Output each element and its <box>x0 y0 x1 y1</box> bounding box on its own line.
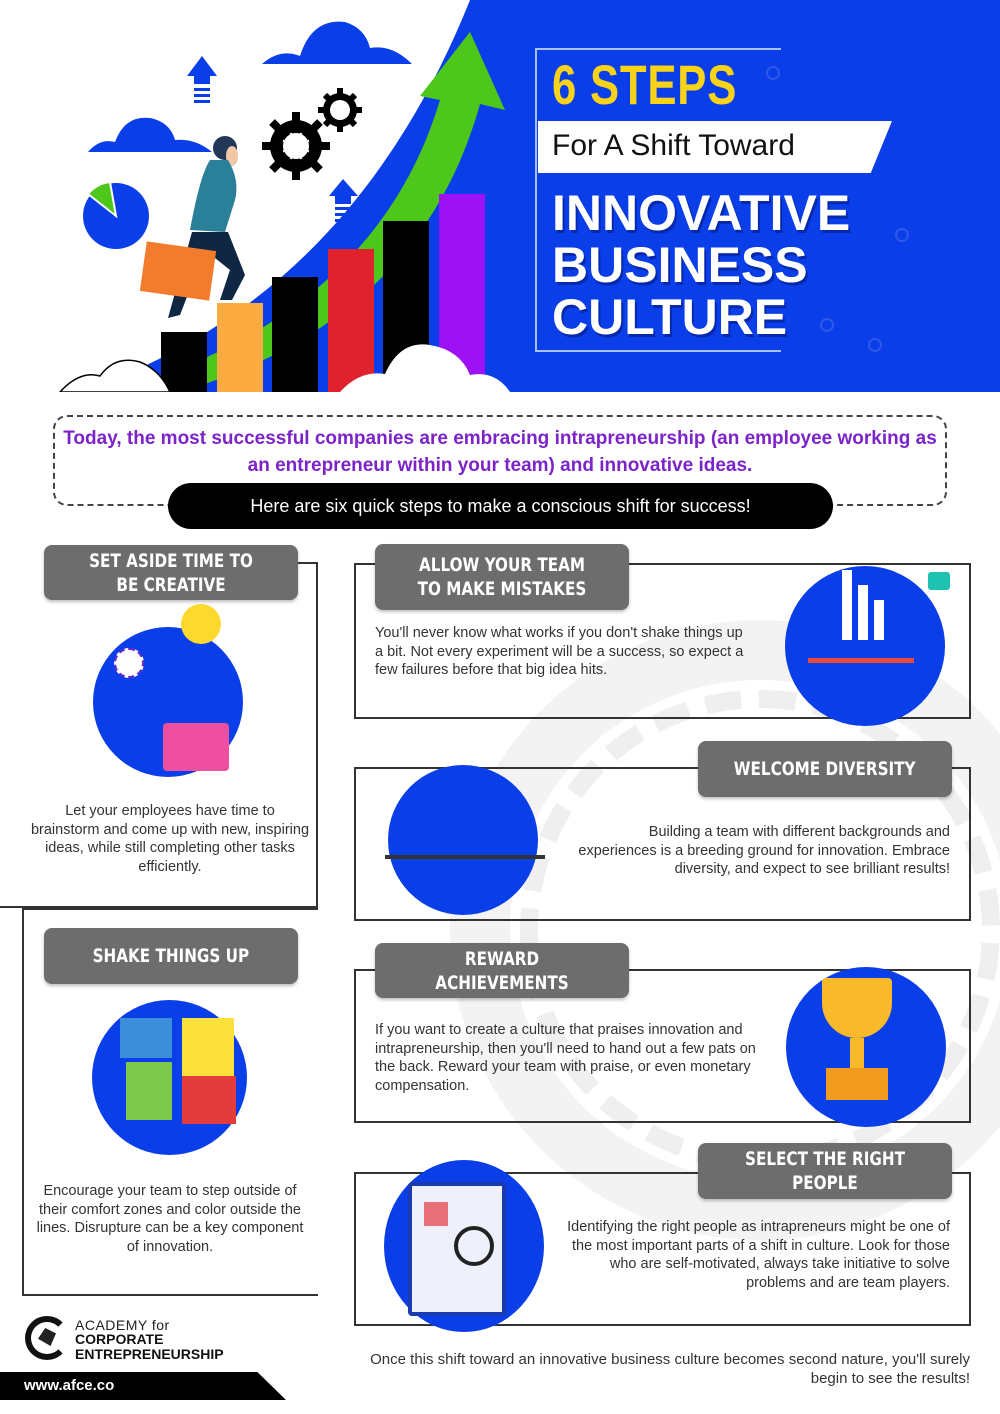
trophy-base <box>826 1068 888 1100</box>
clock-icon <box>114 648 144 678</box>
step-frame <box>354 1172 971 1326</box>
chat-bubble-icon <box>928 572 950 590</box>
step-body: Building a team with different backgroun… <box>578 824 950 877</box>
hero-title-line: INNOVATIVE <box>552 185 851 241</box>
closing-text: Once this shift toward an innovative bus… <box>370 1351 970 1387</box>
step-frame <box>22 908 318 1296</box>
intro-pill: Here are six quick steps to make a consc… <box>168 483 833 529</box>
puzzle-piece-icon <box>182 1018 234 1078</box>
step-title-tag: Welcome Diversity <box>698 741 952 797</box>
step-frame <box>0 564 318 908</box>
network-dot-icon <box>766 66 780 80</box>
folder-icon <box>163 723 229 771</box>
step-title-tag: Set Aside Time To Be Creative <box>44 545 298 600</box>
network-dot-icon <box>820 318 834 332</box>
step-title-tag: Select The Right People <box>698 1143 952 1199</box>
diversity-illustration <box>388 765 538 915</box>
step-frame <box>354 563 971 719</box>
step-body: You'll never know what works if you don'… <box>375 625 744 678</box>
puzzle-piece-icon <box>182 1076 236 1124</box>
network-dot-icon <box>868 338 882 352</box>
logo-text-line3: ENTREPRENEURSHIP <box>75 1346 224 1362</box>
meeting-table-icon <box>385 855 545 859</box>
logo-text-line2: CORPORATE <box>75 1331 164 1347</box>
step-frame <box>354 767 971 921</box>
hero-blue-panel <box>470 0 1000 392</box>
step-body: Encourage your team to step outside of t… <box>36 1183 304 1255</box>
step-frame <box>354 969 971 1123</box>
chart-bar-icon <box>842 570 852 640</box>
step-title-tag: Allow Your Team To Make Mistakes <box>375 544 629 610</box>
magnifier-icon <box>454 1226 494 1266</box>
intro-headline: Today, the most successful companies are… <box>63 428 937 476</box>
puzzle-piece-icon <box>120 1018 172 1058</box>
step-title-tag: Shake Things Up <box>44 928 298 984</box>
step-body: Let your employees have time to brainsto… <box>30 803 310 875</box>
afce-logo-icon <box>25 1316 69 1360</box>
profile-photo-icon <box>424 1202 448 1226</box>
trophy-stem <box>850 1038 864 1068</box>
growth-illustration <box>58 0 520 392</box>
hero-banner: 6 STEPS For A Shift Toward INNOVATIVE BU… <box>0 0 1000 392</box>
hero-subtitle: For A Shift Toward <box>552 129 795 162</box>
hero-title-line: BUSINESS <box>552 237 808 293</box>
divider <box>298 562 318 564</box>
title-steps-count: 6 STEPS <box>552 53 738 116</box>
hero-title: INNOVATIVE BUSINESS CULTURE <box>552 187 850 343</box>
hero-title-line: CULTURE <box>552 289 788 345</box>
website-link[interactable]: www.afce.co <box>24 1377 115 1394</box>
subtitle-banner <box>538 121 892 173</box>
title-frame <box>535 48 781 352</box>
step-body: If you want to create a culture that pra… <box>375 1022 756 1094</box>
desk-icon <box>808 658 914 663</box>
chart-bar-icon <box>874 600 884 640</box>
logo-text-line1: ACADEMY for <box>75 1317 170 1333</box>
logo-text-main: CORPORATE ENTREPRENEURSHIP <box>75 1332 224 1362</box>
trophy-icon <box>822 978 892 1038</box>
puzzle-piece-icon <box>126 1062 172 1120</box>
step-body: Identifying the right people as intrapre… <box>567 1219 950 1291</box>
lightbulb-icon <box>181 604 221 644</box>
network-dot-icon <box>895 228 909 242</box>
url-bar <box>0 1372 286 1400</box>
chart-bar-icon <box>858 585 868 640</box>
step-title-tag: Reward Achievements <box>375 943 629 998</box>
